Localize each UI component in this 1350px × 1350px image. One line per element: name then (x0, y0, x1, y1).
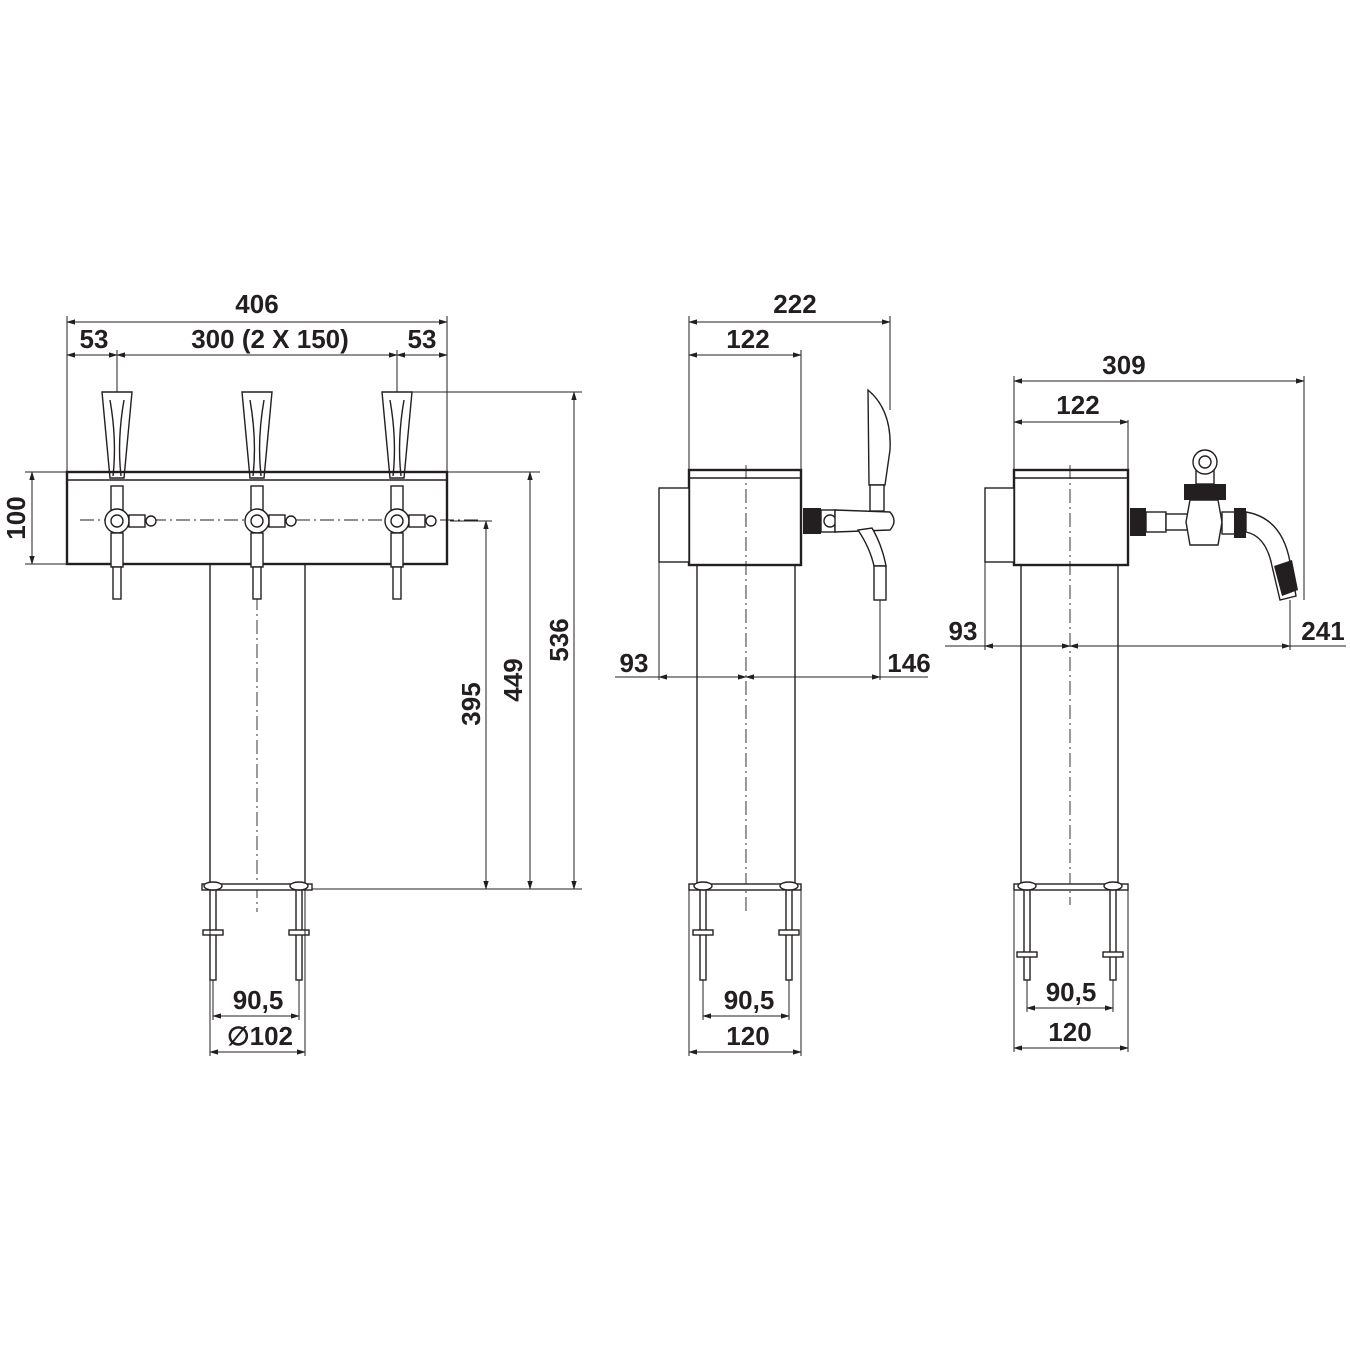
front-tap-axis-height-label: 395 (456, 682, 486, 725)
side2-bolt-right (1102, 881, 1124, 981)
front-tap-3 (381, 391, 437, 600)
side2-tap-outlet-label: 241 (1301, 616, 1344, 646)
side2-bolt-left (1016, 881, 1038, 981)
front-view: 406 53 300 (2 X 150) 53 100 395 449 536 … (1, 289, 582, 1056)
front-tap-spacing-label: 300 (2 X 150) (191, 324, 349, 354)
front-bolt-right (288, 881, 310, 981)
side1-bolt-right (778, 881, 800, 981)
side-view-standard-tap: 222 122 93 146 90,5 120 (615, 289, 931, 1056)
side2-bolt-spacing-label: 90,5 (1046, 977, 1097, 1007)
side1-bolt-spacing-label: 90,5 (724, 985, 775, 1015)
side1-rear-plate (658, 487, 690, 563)
side1-overall-depth-label: 222 (773, 289, 816, 319)
front-column-diameter-label: ∅102 (227, 1021, 293, 1051)
side1-bolt-left (692, 881, 714, 981)
side2-base-plate (1013, 883, 1129, 891)
side2-tap (1130, 449, 1298, 601)
side1-base-width-label: 120 (726, 1021, 769, 1051)
side1-base-plate (688, 883, 802, 891)
front-tap-1 (101, 391, 157, 600)
front-head-base-height-label: 449 (498, 658, 528, 701)
side1-head-box (687, 468, 803, 567)
side1-tap (803, 388, 895, 601)
front-left-offset-label: 53 (80, 324, 109, 354)
side1-head-depth-label: 122 (726, 324, 769, 354)
front-base-plate (201, 883, 313, 891)
front-right-offset-label: 53 (408, 324, 437, 354)
side2-head-depth-label: 122 (1056, 390, 1099, 420)
front-bolt-left (202, 881, 224, 981)
side-view-compensator-tap: 309 122 93 241 90,5 120 (945, 350, 1346, 1052)
side1-rear-clearance-label: 93 (620, 648, 649, 678)
front-head-height-label: 100 (1, 496, 31, 539)
side2-overall-depth-label: 309 (1102, 350, 1145, 380)
front-bolt-spacing-label: 90,5 (233, 985, 284, 1015)
side2-rear-plate (984, 487, 1015, 563)
side2-head-box (1012, 468, 1130, 567)
front-tap-2 (241, 391, 297, 600)
side2-rear-clearance-label: 93 (949, 616, 978, 646)
front-width-label: 406 (235, 289, 278, 319)
front-total-height-label: 536 (544, 618, 574, 661)
side2-base-width-label: 120 (1048, 1017, 1091, 1047)
side1-tap-outlet-label: 146 (887, 648, 930, 678)
